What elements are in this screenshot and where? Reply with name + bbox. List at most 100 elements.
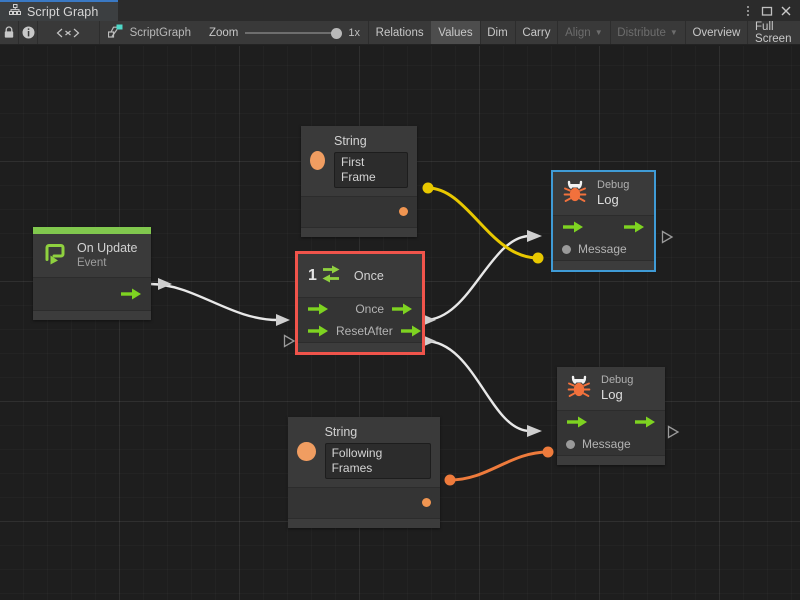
connection-onupdate-to-once[interactable] [149,278,290,326]
flow-arrow-icon [400,325,421,337]
node-header: On Update Event [33,234,151,279]
node-subtitle: Event [77,257,107,270]
connection-string1-to-debuglog1-message[interactable] [422,182,544,264]
zoom-slider[interactable] [245,27,343,39]
node-footer [298,342,422,352]
window-close-button[interactable] [776,0,795,21]
graph-toolbar: ScriptGraph Zoom 1x Relations Values Dim… [0,21,800,45]
toolbar-button-carry[interactable]: Carry [515,21,557,44]
flow-arrow-icon [121,288,141,300]
port-flow-out[interactable] [634,415,656,429]
window-maximize-button[interactable] [757,0,776,21]
info-button[interactable] [19,21,37,44]
toolbar-button-values[interactable]: Values [431,21,480,44]
port-flow-out[interactable] [120,287,142,301]
graph-connections [149,182,554,486]
code-icon [57,28,80,37]
node-string-following-frames[interactable]: String Following Frames [288,417,440,528]
node-title: Debug [601,374,634,386]
tab-script-graph[interactable]: Script Graph [0,0,118,21]
tab-label: Script Graph [27,4,99,19]
port-reset-in-connector[interactable] [283,334,296,348]
toolbar-button-distribute[interactable]: Distribute ▼ [610,21,685,44]
node-once[interactable]: 1 Once [295,251,425,355]
graph-canvas[interactable]: On Update Event 1 [0,46,800,600]
port-label-message: Message [578,242,627,257]
node-footer [557,455,665,466]
port-label-after: After [367,324,393,338]
toolbar-separator [98,21,100,44]
node-header: Debug Log [553,172,654,217]
string-value-input[interactable]: First Frame [334,152,408,188]
port-value-out[interactable] [399,207,408,216]
node-title-block: Debug Log [601,374,633,403]
node-title: Debug [597,179,630,191]
once-count-badge: 1 [308,266,317,284]
string-value-icon [297,442,316,462]
port-value-dot [562,244,571,254]
toolbar-button-label: Values [438,26,473,39]
toolbar-button-label: Align [565,26,591,39]
string-value-input[interactable]: Following Frames [324,443,431,479]
node-body: Message [553,216,654,261]
port-message-in[interactable]: Message [562,242,627,256]
connection-once-to-debuglog2[interactable] [422,335,542,437]
port-row-enter-once: Once [298,298,422,320]
once-loop-icon [320,263,342,288]
node-title: Once [353,268,384,283]
zoom-control[interactable]: Zoom 1x [201,21,368,44]
window-menu-button[interactable] [738,0,757,21]
node-title: String [324,425,358,439]
port-reset-in[interactable]: Reset [307,324,367,338]
toolbar-button-relations[interactable]: Relations [369,21,431,44]
node-on-update[interactable]: On Update Event [33,227,151,321]
bug-icon [566,374,592,403]
toolbar-button-full-screen[interactable]: Full Screen [748,20,800,45]
node-header: Debug Log [557,367,665,412]
connection-once-to-debuglog1[interactable] [422,230,542,326]
port-value-out[interactable] [422,498,431,507]
node-header: String First Frame [301,126,417,197]
port-label-reset: Reset [336,324,368,338]
port-flow-in[interactable] [307,302,329,316]
flow-arrow-icon [308,303,328,315]
window-tab-bar: Script Graph [0,0,800,21]
connection-string2-to-debuglog2-message[interactable] [444,446,554,486]
toolbar-separator [684,21,686,44]
node-string-first-frame[interactable]: String First Frame [301,126,417,237]
toolbar-button-overview[interactable]: Overview [685,21,747,44]
port-once-out[interactable]: Once [355,302,413,316]
node-title-block: On Update Event [77,241,137,270]
scriptgraph-icon [107,24,123,41]
lock-button[interactable] [0,21,18,44]
port-after-out[interactable]: After [367,324,421,338]
chevron-down-icon: ▼ [669,27,678,37]
zoom-value-label: 1x [348,26,360,39]
node-debug-log-2[interactable]: Debug Log [557,367,665,466]
close-icon [781,6,790,15]
port-row-flow-out [33,278,151,310]
bug-icon [562,179,588,208]
graph-name-display[interactable]: ScriptGraph [100,21,201,44]
toolbar-separator [18,21,19,44]
port-flow-out-connector-debuglog2[interactable] [667,425,680,439]
flow-arrow-icon [635,416,655,428]
port-flow-in[interactable] [566,415,588,429]
toolbar-button-label: Full Screen [755,20,792,45]
toolbar-button-align[interactable]: Align ▼ [558,21,610,44]
maximize-icon [761,6,772,16]
port-flow-out-connector-debuglog1[interactable] [661,230,674,244]
port-flow-out[interactable] [623,220,645,234]
code-view-button[interactable] [38,21,99,44]
port-row-message: Message [557,433,665,455]
port-message-in[interactable]: Message [566,437,631,451]
node-body: Message [557,411,665,456]
node-body [288,487,440,518]
node-debug-log-1[interactable]: Debug Log [551,169,656,273]
string-value-icon [310,151,325,171]
zoom-slider-handle[interactable] [331,27,343,39]
node-title: String [334,134,367,148]
toolbar-button-dim[interactable]: Dim [480,21,514,44]
port-flow-in[interactable] [562,220,584,234]
toolbar-separator [479,21,481,44]
